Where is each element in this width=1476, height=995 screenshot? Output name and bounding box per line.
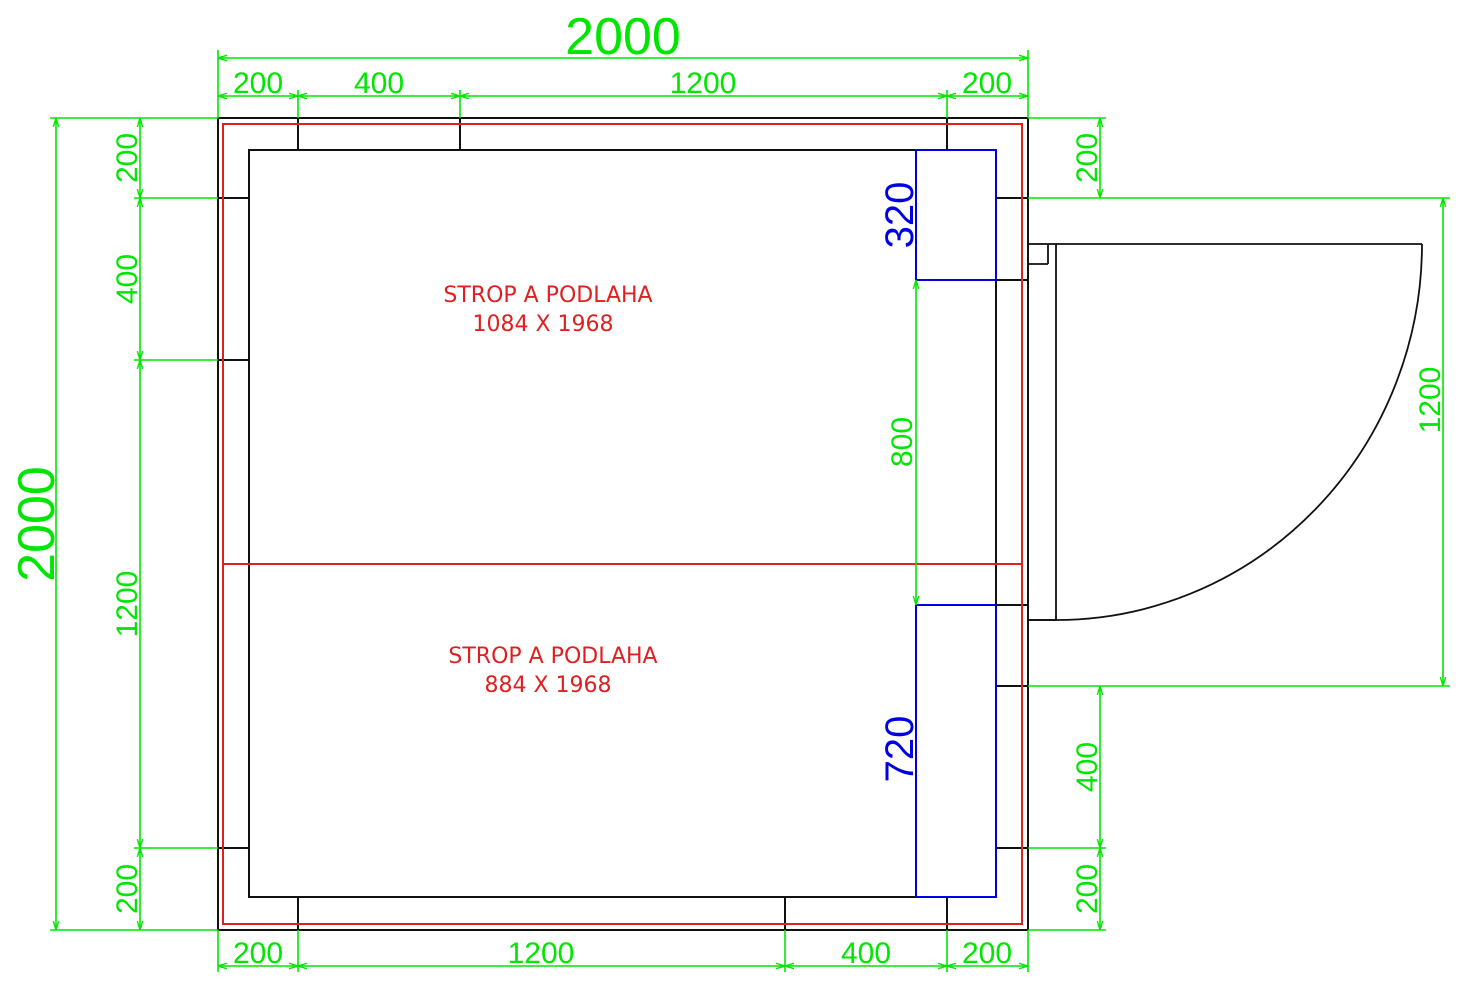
blue-rect-top — [915, 149, 997, 281]
dim-top-4: 200 — [962, 67, 1012, 100]
door — [1027, 243, 1423, 621]
door-swing-arc — [1055, 243, 1423, 621]
blue-rect-bottom — [915, 604, 997, 898]
dim-bottom-3: 400 — [841, 937, 891, 970]
dim-door-width: 1200 — [1414, 367, 1447, 434]
panel-labels: STROP A PODLAHA 1084 X 1968 STROP A PODL… — [443, 283, 657, 698]
blue-dim-320: 320 — [878, 182, 922, 249]
dim-left-4: 200 — [111, 864, 144, 914]
dim-inner-800: 800 — [886, 417, 919, 467]
dim-total-height: 2000 — [8, 466, 66, 582]
dim-right-2: 400 — [1071, 742, 1104, 792]
panel-upper-title: STROP A PODLAHA — [443, 283, 652, 308]
inner-wall — [248, 149, 997, 898]
blue-elements — [915, 149, 997, 898]
panel-upper-size: 1084 X 1968 — [472, 312, 613, 337]
dim-left-2: 400 — [111, 254, 144, 304]
dim-total-width: 2000 — [565, 8, 681, 66]
dim-top-3: 1200 — [670, 67, 737, 100]
dim-top-1: 200 — [233, 67, 283, 100]
panel-lower-title: STROP A PODLAHA — [448, 644, 657, 669]
panel-lower-size: 884 X 1968 — [484, 673, 611, 698]
dimension-lines — [50, 50, 1450, 972]
blue-labels: 320 720 — [878, 182, 922, 783]
dim-right-1: 200 — [1071, 133, 1104, 183]
dimension-labels: 2000 200 400 1200 200 200 1200 400 200 2… — [8, 8, 1447, 970]
dim-left-1: 200 — [111, 133, 144, 183]
panel-border — [222, 123, 1023, 925]
door-frame — [1027, 243, 1057, 621]
dim-top-2: 400 — [354, 67, 404, 100]
blue-dim-720: 720 — [878, 716, 922, 783]
dim-bottom-4: 200 — [962, 937, 1012, 970]
dim-left-3: 1200 — [111, 571, 144, 638]
dim-bottom-2: 1200 — [508, 937, 575, 970]
dim-right-3: 200 — [1071, 864, 1104, 914]
dim-bottom-1: 200 — [233, 937, 283, 970]
panel-outlines — [222, 123, 1023, 925]
